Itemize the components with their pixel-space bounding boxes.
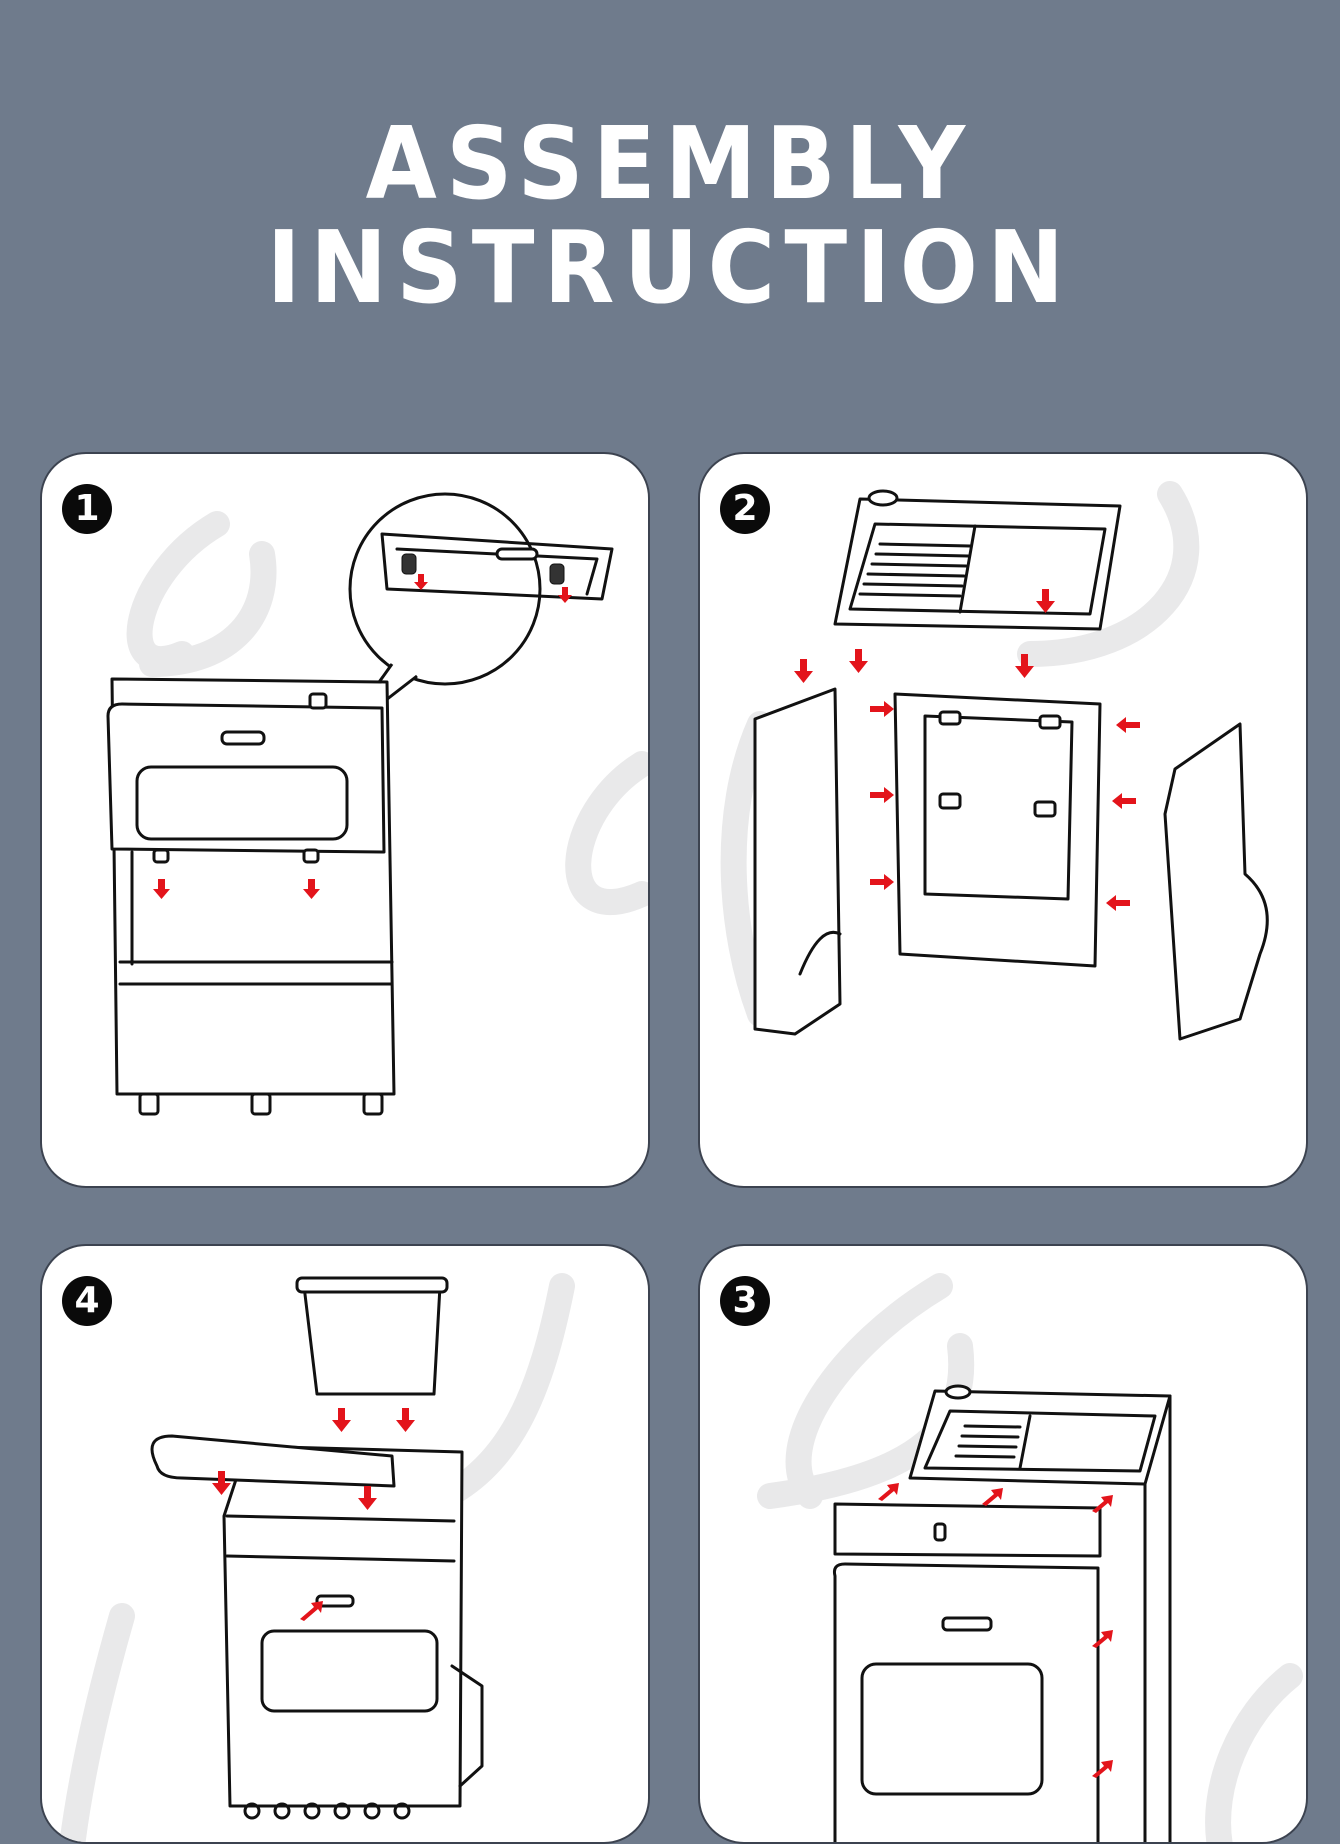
arrow-down-icon: [558, 587, 572, 603]
arrow-up-right-icon: [1092, 1760, 1113, 1778]
arrow-down-icon: [1036, 589, 1055, 613]
watermark-logo: [720, 481, 1200, 1027]
arrow-right-icon: [870, 701, 894, 717]
arrow-right-icon: [870, 787, 894, 803]
step-4-illustration: [59, 1273, 575, 1842]
arrow-right-icon: [870, 874, 894, 890]
title-line-1: ASSEMBLY: [365, 105, 975, 222]
arrow-up-right-icon: [1092, 1630, 1113, 1648]
arrow-left-icon: [1112, 793, 1136, 809]
arrow-left-icon: [1116, 717, 1140, 733]
arrow-down-icon: [1015, 654, 1034, 678]
arrow-down-icon: [794, 659, 813, 683]
step-number-badge: 1: [62, 484, 112, 534]
left-side-panel: [753, 687, 842, 1036]
arrow-up-right-icon: [1092, 1495, 1113, 1513]
step-3-panel: 3: [698, 1244, 1308, 1844]
arrow-down-icon: [153, 879, 170, 899]
cart-assembly: [150, 1434, 484, 1820]
arrow-down-icon: [414, 574, 428, 590]
arrow-up-right-icon: [982, 1488, 1003, 1506]
cart-body: [106, 677, 396, 1116]
step-number-badge: 2: [720, 484, 770, 534]
step-4-panel: 4: [40, 1244, 650, 1844]
arrow-down-icon: [358, 1486, 377, 1510]
step-1-illustration: [106, 492, 648, 1116]
step-1-panel: 1: [40, 452, 650, 1188]
arrow-down-icon: [332, 1408, 351, 1432]
arrow-up-right-icon: [300, 1601, 323, 1621]
arrow-down-icon: [303, 879, 320, 899]
arrow-down-icon: [849, 649, 868, 673]
arrow-up-right-icon: [878, 1483, 899, 1501]
step-number-badge: 3: [720, 1276, 770, 1326]
storage-bin: [295, 1276, 449, 1396]
arrow-left-icon: [1106, 895, 1130, 911]
top-tray: [833, 489, 1122, 631]
step-2-panel: 2: [698, 452, 1308, 1188]
right-side-panel: [1163, 722, 1269, 1041]
step-2-illustration: [720, 481, 1269, 1041]
watermark-logo: [126, 511, 648, 915]
back-panel: [893, 692, 1102, 968]
arrow-down-icon: [212, 1471, 231, 1495]
step-number-badge: 4: [62, 1276, 112, 1326]
assembled-cart: [833, 1384, 1172, 1842]
step-3-illustration: [757, 1273, 1303, 1842]
arrow-down-icon: [396, 1408, 415, 1432]
page-title: ASSEMBLY INSTRUCTION: [54, 112, 1287, 320]
title-line-2: INSTRUCTION: [266, 209, 1074, 326]
